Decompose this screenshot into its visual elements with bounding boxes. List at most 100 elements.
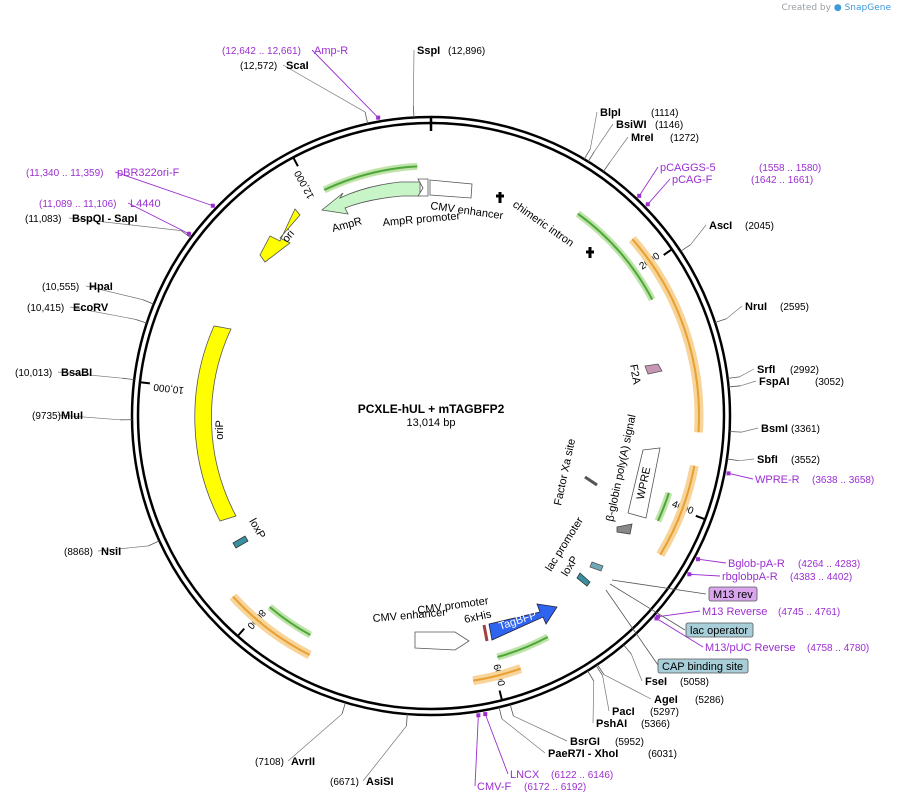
enzyme-leader <box>57 371 123 379</box>
enzyme-name: MreI <box>631 132 654 144</box>
tick-mark <box>498 690 503 701</box>
loxp-right-box <box>576 572 591 587</box>
green-arc-5 <box>322 162 418 194</box>
enzyme-cut-mark <box>728 385 741 388</box>
green-arc-5-line <box>323 165 418 191</box>
green-arc-4-line <box>269 606 311 636</box>
primer-leader <box>638 166 659 197</box>
enzyme-name: BsiWI <box>616 119 647 131</box>
ampr-arrow <box>321 181 421 215</box>
primer-site-mark <box>687 572 692 577</box>
lac-operator-label: lac operator <box>690 625 748 637</box>
enzyme-name: PshAI <box>596 718 627 730</box>
cap-leader <box>605 589 659 666</box>
enzyme-cut-mark <box>135 318 147 324</box>
enzyme-cut-mark <box>727 376 740 379</box>
enzyme-leader <box>287 713 343 762</box>
lac-operator-leader <box>609 583 686 631</box>
primer-site-mark <box>726 471 731 476</box>
orange-arc-2-line <box>659 465 696 556</box>
primer-position: (1558 .. 1580) <box>759 163 821 174</box>
enzyme-cut-mark <box>587 151 595 162</box>
orip-arc <box>194 325 237 522</box>
lac-promoter-box <box>589 561 604 572</box>
enzyme-name: BsrGI <box>570 736 600 748</box>
enzyme-leader <box>592 680 595 724</box>
enzyme-leader <box>726 305 743 320</box>
primer-leader <box>127 202 190 235</box>
credit-prefix: Created by <box>781 3 831 13</box>
orange-arc-3-line <box>472 667 522 682</box>
primer-site-mark <box>483 712 488 717</box>
enzyme-leader <box>630 653 643 682</box>
sixhis-marker <box>482 624 489 642</box>
enzyme-leader <box>69 306 136 320</box>
enzyme-name: PacI <box>612 706 635 718</box>
primer-leader <box>474 715 479 787</box>
m13rev-leader <box>611 579 707 595</box>
m13-rev-box <box>708 586 758 602</box>
enzyme-leader <box>603 674 652 700</box>
enzyme-leader <box>589 111 598 149</box>
enzyme-leader <box>602 675 610 712</box>
primer-site-mark <box>476 713 481 718</box>
primer-leader <box>656 618 704 648</box>
factor-xa-label: Factor Xa site <box>552 438 578 507</box>
orip-label: oriP <box>214 420 226 440</box>
tagbfp-arrow <box>488 603 558 641</box>
tagbfp-label: TagBFP <box>497 609 538 633</box>
credit-brand: SnapGene <box>844 3 891 13</box>
primer-position: (4745 .. 4761) <box>778 607 840 618</box>
primer-position: (4758 .. 4780) <box>807 643 869 654</box>
enzyme-position: (12,572) <box>240 61 277 72</box>
green-arc-3-line <box>497 636 549 658</box>
primer-name: CMV-F <box>477 781 512 793</box>
enzyme-leader <box>57 414 121 421</box>
enzyme-leader <box>513 715 568 742</box>
intron-start-marker <box>496 192 504 203</box>
enzyme-leader <box>97 545 149 552</box>
enzyme-leader <box>741 427 759 433</box>
enzyme-position: (3552) <box>791 455 820 466</box>
enzyme-leader <box>740 380 757 387</box>
enzyme-cut-mark <box>181 230 192 239</box>
enzyme-position: (5058) <box>680 677 709 688</box>
enzyme-cut-mark <box>122 377 135 381</box>
plasmid-length: 13,014 bp <box>407 417 456 429</box>
enzyme-leader <box>68 217 182 231</box>
enzyme-name: FspAI <box>759 376 790 388</box>
primer-position: (4264 .. 4283) <box>798 559 860 570</box>
cmv-promoter-arrow <box>414 631 470 651</box>
enzyme-position: (10,555) <box>42 282 79 293</box>
primer-name: WPRE-R <box>755 474 800 486</box>
primer-position: (12,642 .. 12,661) <box>222 46 301 57</box>
enzyme-name: BspQI - SapI <box>72 213 137 225</box>
tick-label: 12,000 <box>293 168 317 201</box>
f2a-label: F2A <box>627 363 642 386</box>
enzyme-position: (12,896) <box>448 46 485 57</box>
primer-sites: Amp-R(12,642 .. 12,661)pCAGGS-5(1558 .. … <box>26 45 874 793</box>
ori-arrow <box>259 208 301 263</box>
primer-leader <box>114 171 213 207</box>
primer-name: Bglob-pA-R <box>728 558 785 570</box>
enzyme-name: SspI <box>417 45 440 57</box>
primer-name: L4440 <box>130 198 161 210</box>
ampr-promoter-arrow <box>417 178 429 197</box>
enzyme-cut-mark <box>623 644 632 655</box>
primer-name: LNCX <box>510 769 540 781</box>
enzyme-position: (3052) <box>815 377 844 388</box>
primer-leader <box>311 49 379 118</box>
factor-xa-marker <box>584 475 598 487</box>
enzyme-cut-mark <box>596 664 605 675</box>
tick-mark <box>139 381 151 385</box>
enzyme-name: NsiI <box>101 546 121 558</box>
enzyme-leader <box>738 458 755 462</box>
enzyme-leader <box>362 725 407 782</box>
enzyme-leader <box>609 136 629 163</box>
tick-mark <box>292 156 299 167</box>
loxp-left-box <box>232 535 249 549</box>
enzyme-cut-mark <box>341 702 346 715</box>
cap-binding-box <box>657 658 749 674</box>
enzyme-name: AgeI <box>654 694 678 706</box>
